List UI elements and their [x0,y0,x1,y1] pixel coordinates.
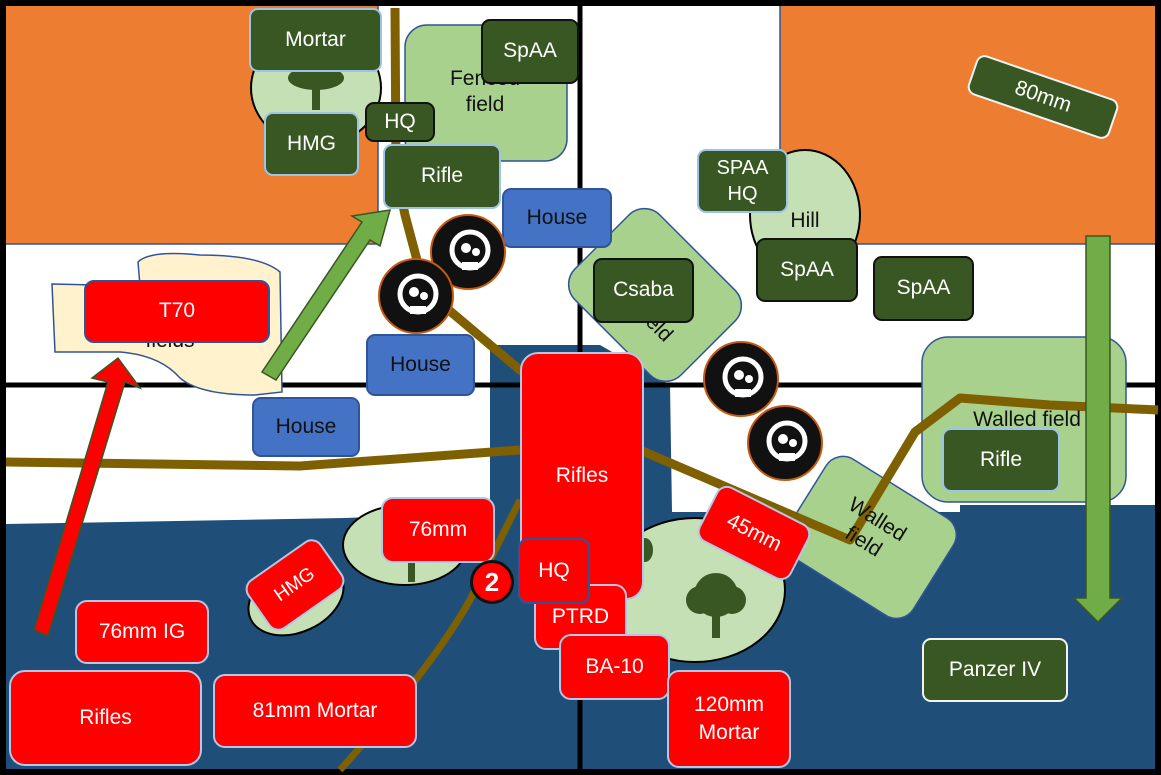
soviet-hq-unit[interactable]: HQ [518,538,590,604]
german-panzer-iv-unit[interactable]: Panzer IV [922,638,1068,702]
road-west [5,445,521,471]
german-withdraw-arrow [1072,235,1124,624]
destroyed-skull-icon [747,405,823,481]
german-hq-unit[interactable]: HQ [365,102,435,142]
german-spaa-hq-unit[interactable]: SPAA HQ [697,149,788,213]
walled-field-center-terrain [782,455,957,620]
tree-icon [288,66,344,110]
tree-icon [686,573,746,638]
destroyed-skull-icon [703,341,779,417]
german-spaa-east-unit[interactable]: SpAA [873,256,974,321]
soviet-81mm-mortar-unit[interactable]: 81mm Mortar [213,674,417,748]
german-mortar-unit[interactable]: Mortar [249,8,382,72]
soviet-120mm-mortar-unit[interactable]: 120mm Mortar [667,670,791,768]
hill-label: Hill [790,209,820,232]
soviet-76mm-unit[interactable]: 76mm [381,497,495,563]
platoon-number-badge: 2 [470,560,514,604]
soviet-ba10-unit[interactable]: BA-10 [559,634,670,700]
house-northeast[interactable]: House [502,188,612,248]
soviet-advance-arrow [33,356,143,638]
soviet-76mm-ig-unit[interactable]: 76mm IG [75,600,209,664]
house-center[interactable]: House [366,334,475,396]
soviet-rifles-southwest-unit[interactable]: Rifles [9,670,202,766]
german-spaa-north-unit[interactable]: SpAA [481,19,579,84]
soviet-t70-unit[interactable]: T70 [84,280,270,343]
german-advance-arrow [260,209,392,381]
german-rifle-north-unit[interactable]: Rifle [383,144,501,209]
tree-icon [408,560,415,582]
house-west[interactable]: House [252,397,360,457]
destroyed-skull-icon [378,258,454,334]
walled-field-east-label: Walled field [973,408,1081,431]
german-rifle-east-unit[interactable]: Rifle [942,428,1060,492]
german-csaba-unit[interactable]: Csaba [593,258,694,323]
german-spaa-hill-unit[interactable]: SpAA [756,238,858,302]
german-hmg-unit[interactable]: HMG [264,112,359,176]
